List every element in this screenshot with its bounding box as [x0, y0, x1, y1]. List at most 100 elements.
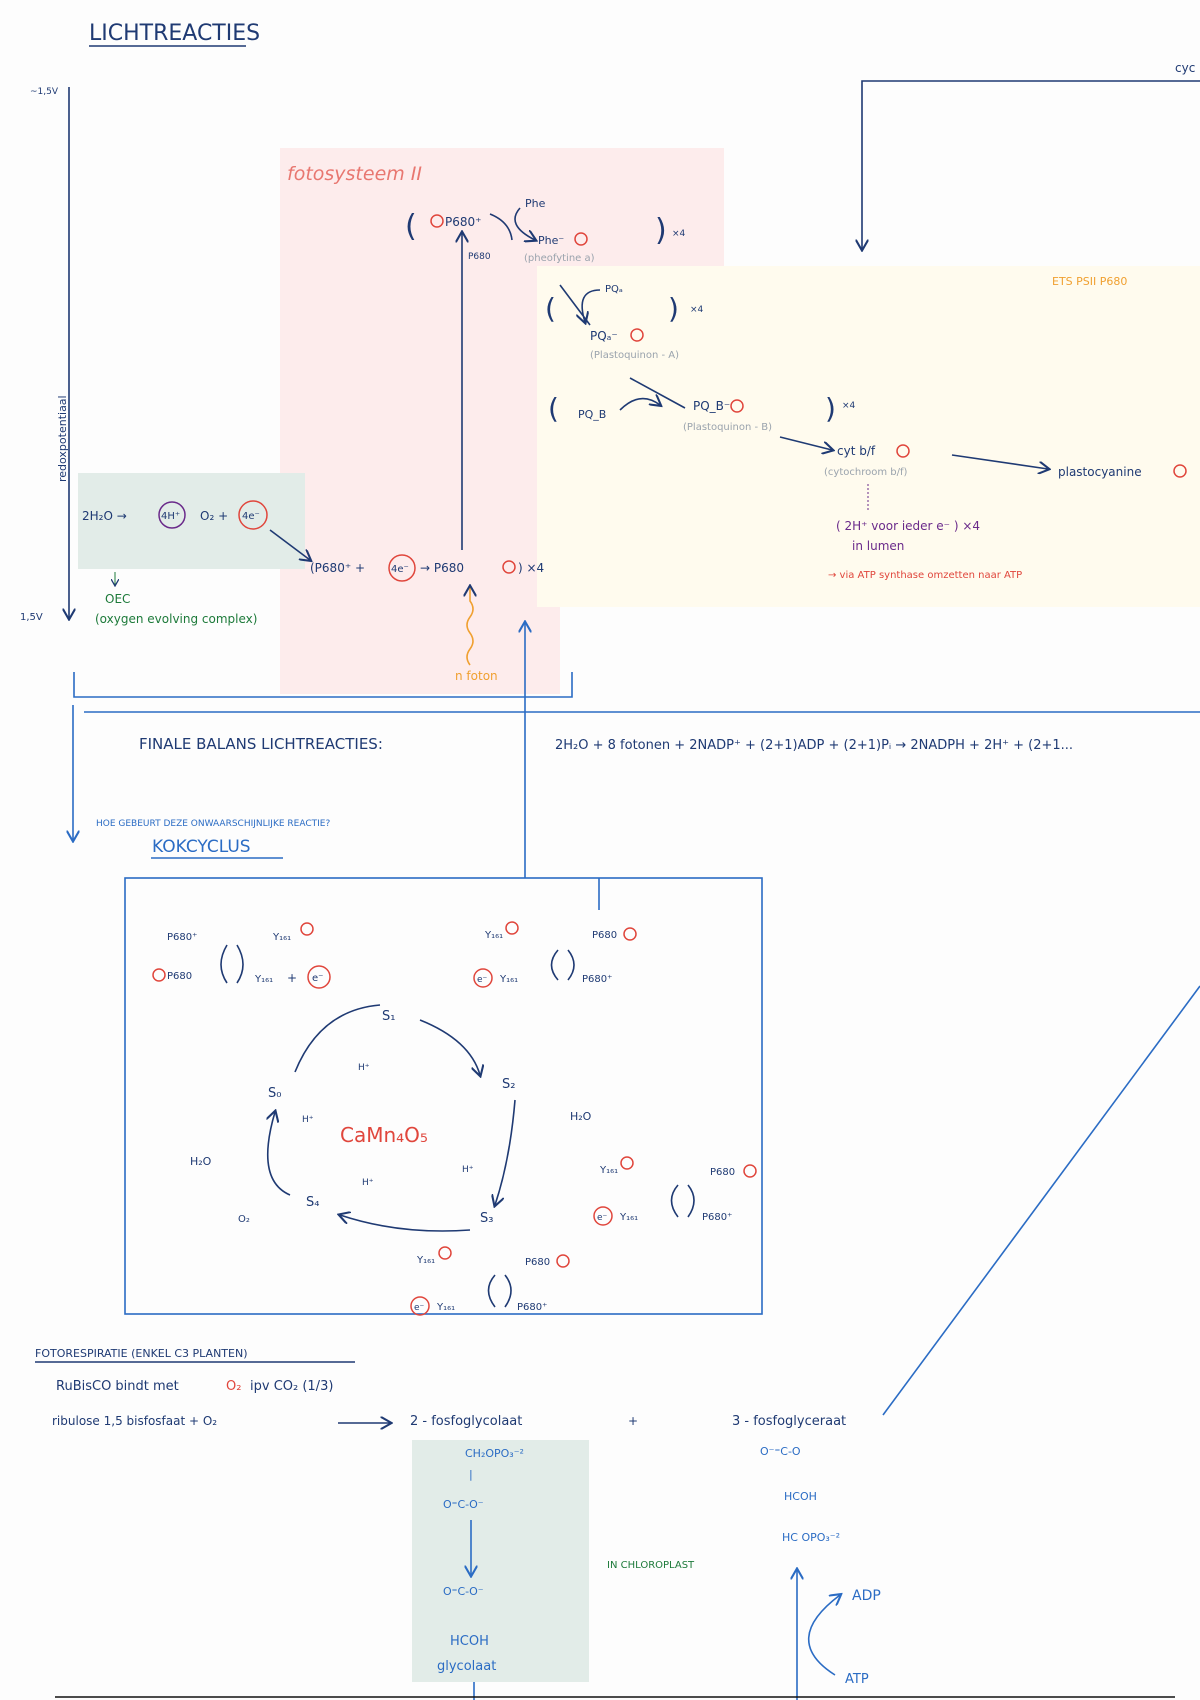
adp-label: ADP	[852, 1588, 881, 1604]
electrons: 4e⁻	[242, 511, 260, 522]
lumen-label: in lumen	[852, 539, 904, 553]
electrons-circle	[388, 554, 416, 582]
electron-circle	[410, 1296, 430, 1316]
p680-plus: P680⁺	[445, 215, 481, 229]
open-paren: (	[405, 209, 417, 244]
state-s2: S₂	[502, 1077, 515, 1092]
product-glycolaat: 2 - fosfoglycolaat	[410, 1414, 522, 1429]
state-s3: S₃	[480, 1211, 493, 1226]
y161: Y₁₆₁	[499, 974, 518, 985]
p680-plus: P680⁺	[582, 974, 612, 985]
electron-circle	[307, 965, 331, 989]
fotorespiratie-heading: FOTORESPIRATIE (ENKEL C3 PLANTEN)	[35, 1347, 248, 1360]
electron-transfer-arrow	[489, 207, 535, 240]
p680-plus: P680⁺	[517, 1302, 547, 1313]
proton-4: H⁺	[362, 1178, 374, 1188]
pqb-minus: PQ_B⁻	[693, 399, 730, 413]
y161-group-1: P680⁺ P680 Y₁₆₁ Y₁₆₁ + e⁻	[152, 922, 331, 989]
glycolaat-label: glycolaat	[437, 1659, 496, 1674]
cyclic-connector	[862, 80, 1200, 249]
protons: 4H⁺	[161, 511, 180, 522]
state-s1: S₁	[382, 1009, 395, 1024]
plus: +	[287, 971, 297, 985]
rubisco-text: RuBisCO bindt met	[56, 1379, 179, 1394]
oec-label: OEC	[105, 592, 130, 606]
rubisco-o2: O₂	[226, 1379, 241, 1394]
y161: Y₁₆₁	[436, 1302, 455, 1313]
kok-title: KOKCYCLUS	[152, 837, 251, 857]
electron: e⁻	[312, 973, 323, 984]
glycolaat-formula-4: O⁼C‑O⁻	[443, 1585, 484, 1598]
y161-group-2: Y₁₆₁ e⁻ Y₁₆₁ P680 P680⁺	[473, 921, 637, 988]
protons-circle	[158, 501, 186, 529]
hole-icon	[743, 1164, 757, 1178]
oec-region	[78, 473, 305, 569]
electrons: 4e⁻	[391, 564, 409, 575]
cyt-bf: cyt b/f	[837, 444, 876, 458]
y161: Y₁₆₁	[484, 930, 503, 941]
photosystem-ii-label: fotosysteem II	[287, 163, 422, 185]
times-4: ×4	[690, 305, 704, 315]
phe-name: (pheofytine a)	[524, 253, 595, 264]
kok-cycle-arrows	[268, 1004, 516, 1232]
pqa-minus: PQₐ⁻	[590, 329, 618, 343]
glycolaat-formula-2: |	[469, 1468, 473, 1481]
close-paren: )	[825, 392, 836, 425]
close-paren: )	[668, 292, 679, 325]
atp-label: ATP	[845, 1672, 869, 1687]
ets-region	[537, 266, 1200, 607]
hole-icon	[556, 1254, 570, 1268]
page-title: LICHTREACTIES	[89, 21, 260, 46]
water-1: H₂O	[190, 1155, 212, 1168]
times-4: ×4	[672, 229, 686, 239]
atp-adp-curve	[807, 1595, 840, 1676]
times-4: ×4	[842, 401, 856, 411]
oec-name: (oxygen evolving complex)	[95, 612, 257, 626]
p680: P680	[592, 930, 617, 941]
diagonal-connector	[882, 985, 1200, 1416]
cyclic-label: cyc	[1175, 61, 1195, 75]
photosystem-ii-region	[280, 148, 724, 270]
hole-icon	[896, 444, 910, 458]
state-s4: S₄	[306, 1195, 319, 1210]
photon-label: n foton	[455, 669, 498, 683]
y161: Y₁₆₁	[599, 1165, 618, 1176]
electron-circle	[593, 1206, 613, 1226]
pqa-name: (Plastoquinon - A)	[590, 350, 679, 361]
p680: P680	[710, 1167, 735, 1178]
hole-icon	[152, 968, 166, 982]
water-reactant: 2H₂O →	[82, 509, 127, 523]
location-label: IN CHLOROPLAST	[607, 1560, 695, 1571]
glyceraat-formula-2: HCOH	[784, 1490, 817, 1503]
hole-icon	[430, 214, 444, 228]
electron-transfer-arrow	[559, 284, 601, 325]
product-glyceraat: 3 - fosfoglyceraat	[732, 1414, 846, 1429]
oxygen-released: O₂	[238, 1214, 250, 1225]
glyceraat-formula-3: HC OPO₃⁻²	[782, 1531, 840, 1544]
hole-icon	[623, 927, 637, 941]
y161: Y₁₆₁	[416, 1255, 435, 1266]
hole-icon	[300, 922, 314, 936]
arrow-to-p680	[269, 529, 310, 560]
water-2: H₂O	[570, 1110, 592, 1123]
proton-3: H⁺	[462, 1165, 474, 1175]
y161: Y₁₆₁	[254, 974, 273, 985]
hole-icon	[438, 1246, 452, 1260]
open-paren: (	[548, 392, 559, 425]
hole-icon	[574, 232, 588, 246]
y161-group-3: Y₁₆₁ e⁻ Y₁₆₁ P680 P680⁺	[593, 1156, 757, 1226]
photosystem-ii-region-lower	[280, 270, 560, 694]
phe-minus: Phe⁻	[538, 234, 564, 247]
electron-transfer-arrow	[619, 377, 686, 410]
pqb: PQ_B	[578, 408, 606, 421]
hole-icon	[505, 921, 519, 935]
electron: e⁻	[597, 1213, 608, 1223]
p680-plus: P680⁺	[167, 932, 197, 943]
proton-2: H⁺	[302, 1115, 314, 1125]
hole-icon	[630, 328, 644, 342]
electron-circle	[473, 968, 493, 988]
hole-icon	[620, 1156, 634, 1170]
glycolaat-formula-3: O⁼C‑O⁻	[443, 1498, 484, 1511]
